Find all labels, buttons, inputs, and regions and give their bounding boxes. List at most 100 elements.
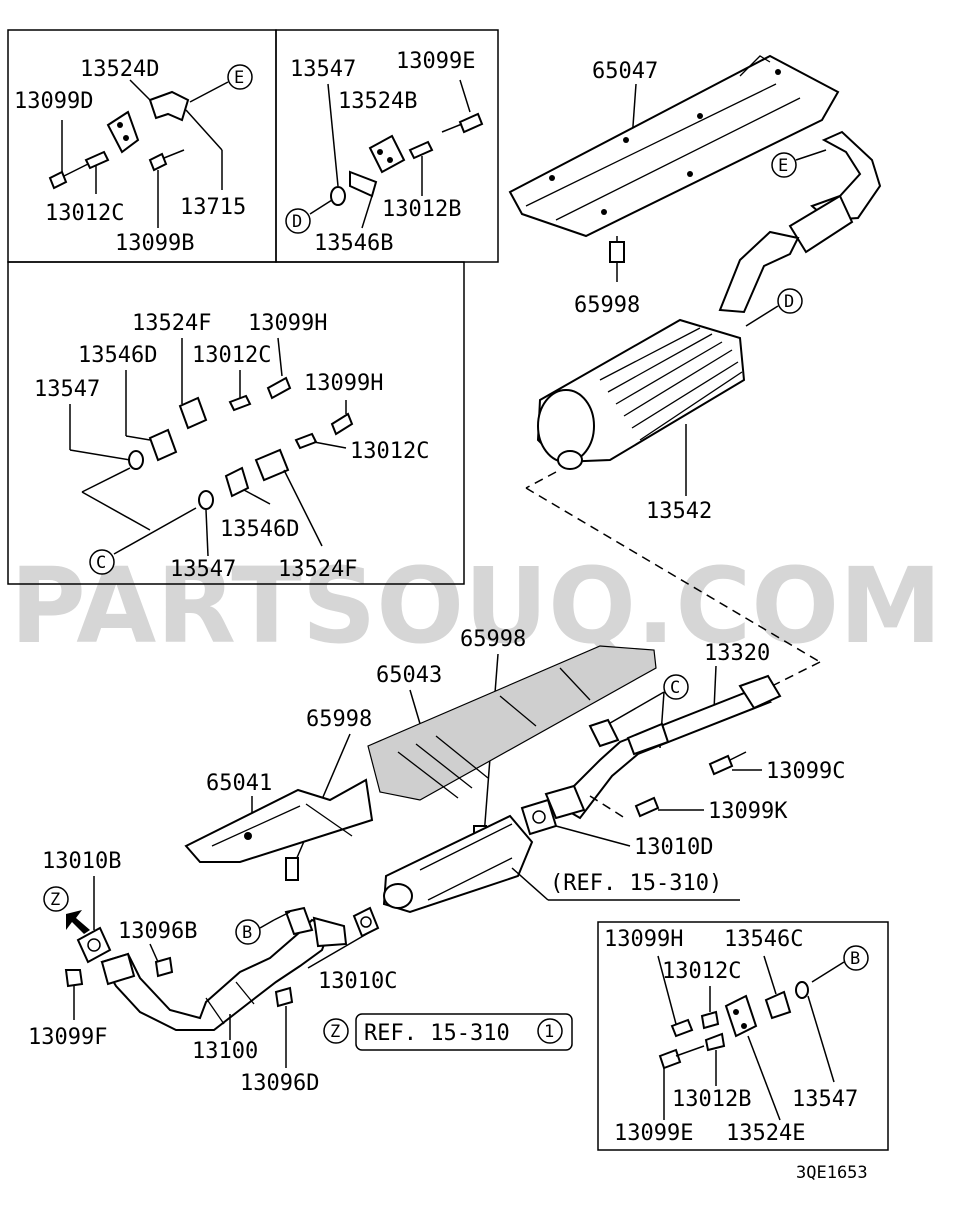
- part-label-13524F-top[interactable]: 13524F: [132, 311, 211, 336]
- part-label-13546B[interactable]: 13546B: [314, 231, 393, 256]
- callout-e-label: E: [234, 68, 244, 88]
- part-label-13546D-bottom[interactable]: 13546D: [220, 517, 299, 542]
- part-label-13547[interactable]: 13547: [290, 57, 356, 82]
- part-label-13012C[interactable]: 13012C: [45, 201, 124, 226]
- hanger-bracket-icon: [588, 718, 620, 748]
- rear-heat-protector-icon[interactable]: [508, 54, 840, 238]
- part-label-13547-bottom[interactable]: 13547: [170, 557, 236, 582]
- bolt-icon: [634, 796, 660, 818]
- callout-b-box-circle: [843, 945, 869, 971]
- rubber-ring-icon: [198, 490, 214, 510]
- part-label-13320[interactable]: 13320: [704, 641, 770, 666]
- part-label-13524F-bottom[interactable]: 13524F: [278, 557, 357, 582]
- spacer-icon: [228, 394, 252, 412]
- front-pipe-flange-icon: [312, 916, 348, 948]
- part-label-65998-center[interactable]: 65998: [460, 627, 526, 652]
- pipe-flange-icon: [100, 952, 136, 986]
- callout-b-label: B: [242, 923, 252, 943]
- bolt-icon: [670, 1018, 694, 1038]
- nut-icon: [274, 986, 294, 1008]
- part-label-13715[interactable]: 13715: [180, 195, 246, 220]
- hanger-bracket-icon: [254, 448, 290, 482]
- part-label-13099F[interactable]: 13099F: [28, 1025, 107, 1050]
- part-label-13010C[interactable]: 13010C: [318, 969, 397, 994]
- part-label-13099K[interactable]: 13099K: [708, 799, 788, 824]
- figure-code: 3QE1653: [796, 1163, 868, 1183]
- front-heat-protector-icon[interactable]: [184, 778, 374, 863]
- rubber-ring-icon: [795, 981, 809, 999]
- callout-d-label: D: [292, 212, 302, 232]
- part-label-13012C-b[interactable]: 13012C: [662, 959, 741, 984]
- watermark: PARTSOUQ.COM: [10, 545, 942, 667]
- part-label-13099H-b[interactable]: 13099H: [604, 927, 683, 952]
- part-label-13524E[interactable]: 13524E: [726, 1121, 805, 1146]
- callout-d-circle: [285, 208, 311, 234]
- callout-z-ref-label: Z: [330, 1022, 340, 1042]
- bolt-icon: [64, 969, 84, 988]
- part-label-13099E[interactable]: 13099E: [396, 49, 475, 74]
- rubber-ring-icon: [128, 450, 144, 470]
- part-label-13012B-b[interactable]: 13012B: [672, 1087, 751, 1112]
- callout-z-ref-circle: [323, 1018, 349, 1044]
- bolt-icon: [266, 376, 292, 400]
- part-label-13012C-mid[interactable]: 13012C: [350, 439, 429, 464]
- part-label-13096D[interactable]: 13096D: [240, 1071, 319, 1096]
- reference-text[interactable]: REF. 15-310: [364, 1021, 510, 1046]
- spacer-icon: [408, 140, 434, 160]
- part-label-13099C[interactable]: 13099C: [766, 759, 845, 784]
- callout-c-label: C: [96, 553, 106, 573]
- detail-box-e: 13524D 13099D 13012C 13715 13099B E: [7, 29, 277, 263]
- part-label-13524B[interactable]: 13524B: [338, 89, 417, 114]
- part-label-13012B[interactable]: 13012B: [382, 197, 461, 222]
- spacer-icon: [704, 1032, 726, 1052]
- part-label-65998-rear[interactable]: 65998: [574, 293, 640, 318]
- callout-b-box-label: B: [850, 949, 860, 969]
- center-pipe-icon[interactable]: [554, 688, 773, 820]
- detail-box-d: 13547 13099E 13524B 13012B 13546B D: [275, 29, 499, 263]
- resonator-icon: [788, 194, 854, 254]
- catalytic-converter-icon[interactable]: [382, 814, 534, 914]
- hanger-bracket-icon: [368, 134, 406, 174]
- center-heat-protector-icon[interactable]: [367, 645, 657, 801]
- bolt-icon: [285, 857, 299, 881]
- spacer-icon: [700, 1010, 720, 1030]
- callout-c-circle: [89, 549, 115, 575]
- callout-d-main-label: D: [784, 292, 794, 312]
- hanger-bracket-icon: [724, 994, 758, 1038]
- part-label-13099D[interactable]: 13099D: [14, 89, 93, 114]
- part-label-13099H-mid[interactable]: 13099H: [304, 371, 383, 396]
- reference-15-310[interactable]: (REF. 15-310): [550, 871, 722, 896]
- part-label-13096B[interactable]: 13096B: [118, 919, 197, 944]
- hanger-bracket-icon: [284, 906, 314, 936]
- callout-z-circle: [43, 886, 69, 912]
- hanger-bracket-icon: [106, 110, 140, 154]
- part-label-13099H-top[interactable]: 13099H: [248, 311, 327, 336]
- reference-box: [355, 1013, 573, 1051]
- part-label-65047[interactable]: 65047: [592, 59, 658, 84]
- part-label-13010D[interactable]: 13010D: [634, 835, 713, 860]
- part-label-13010B[interactable]: 13010B: [42, 849, 121, 874]
- part-label-13546D-top[interactable]: 13546D: [78, 343, 157, 368]
- part-label-65043[interactable]: 65043: [376, 663, 442, 688]
- part-label-13524D[interactable]: 13524D: [80, 57, 159, 82]
- pipe-flange-icon: [544, 784, 586, 820]
- callout-c-main-circle: [663, 674, 689, 700]
- spacer-icon: [84, 150, 110, 170]
- part-label-13547-b[interactable]: 13547: [792, 1087, 858, 1112]
- part-label-65041[interactable]: 65041: [206, 771, 272, 796]
- bolt-icon: [330, 412, 354, 436]
- callout-z-label: Z: [50, 890, 60, 910]
- part-label-13542[interactable]: 13542: [646, 499, 712, 524]
- part-label-13547-top[interactable]: 13547: [34, 377, 100, 402]
- part-label-65998-front[interactable]: 65998: [306, 707, 372, 732]
- part-label-13099E-b[interactable]: 13099E: [614, 1121, 693, 1146]
- part-label-13100[interactable]: 13100: [192, 1039, 258, 1064]
- rear-section: 65047 65998 E D 13542: [508, 54, 882, 687]
- part-label-13099B[interactable]: 13099B: [115, 231, 194, 256]
- part-label-13012C-top[interactable]: 13012C: [192, 343, 271, 368]
- hanger-clip-icon: [148, 90, 190, 122]
- part-label-13546C[interactable]: 13546C: [724, 927, 803, 952]
- callout-e-main-circle: [771, 152, 797, 178]
- reference-number-circle: [537, 1018, 563, 1044]
